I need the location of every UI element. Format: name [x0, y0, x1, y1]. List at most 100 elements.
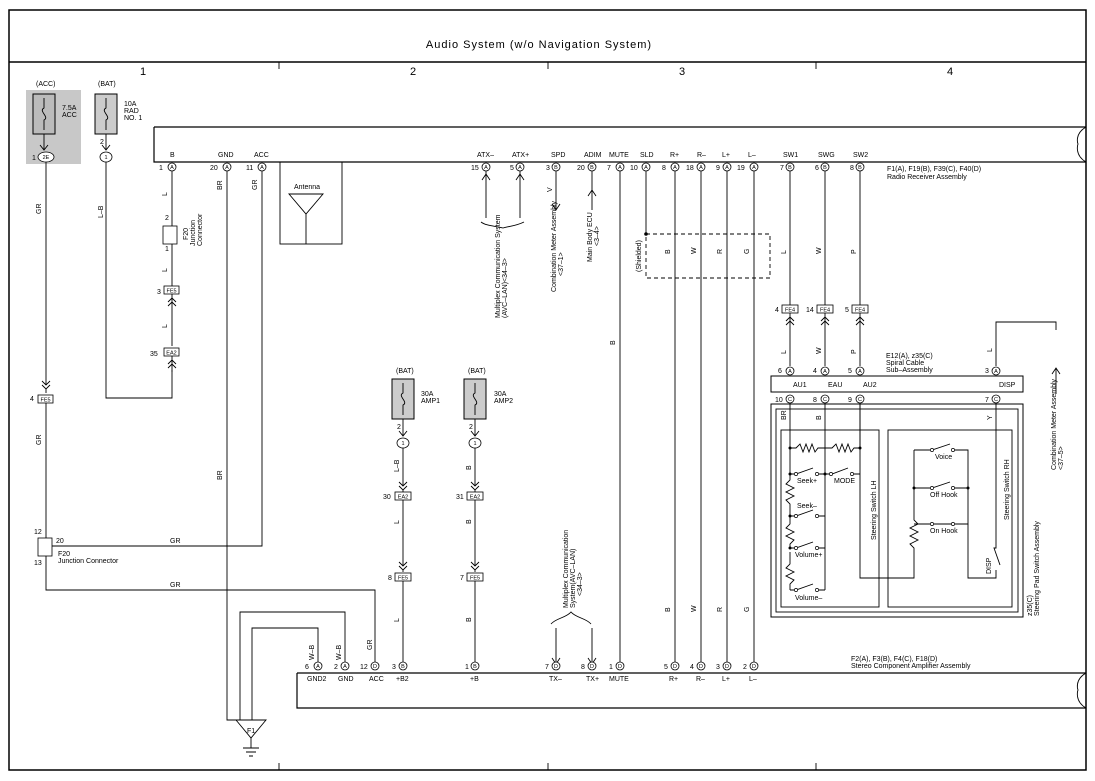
- amp-pin-r-minus: 4 D R–: [690, 661, 706, 683]
- svg-text:9: 9: [716, 165, 720, 172]
- amp-pin-tx-plus: 8 D TX+: [581, 661, 599, 683]
- svg-text:D: D: [373, 664, 377, 670]
- column-label-3: 3: [679, 66, 685, 78]
- fuse-acc-conn-label: 2E: [43, 155, 50, 161]
- svg-text:A: A: [725, 165, 729, 171]
- svg-text:6: 6: [305, 664, 309, 671]
- label-on-hook: On Hook: [930, 528, 958, 535]
- label-seek-minus: Seek–: [797, 503, 817, 510]
- amp-pin-tx-minus: 7 D TX–: [545, 661, 562, 683]
- label-seek-plus: Seek+: [797, 478, 817, 485]
- amp-pin-b2: 3 B +B2: [392, 661, 409, 683]
- spiral-au1: AU1: [793, 382, 807, 389]
- fe5-3-arrows: [167, 294, 177, 346]
- fuse-amp2-arrow: [470, 419, 480, 437]
- svg-text:D: D: [673, 664, 677, 670]
- svg-text:C: C: [858, 397, 862, 403]
- svg-text:5: 5: [845, 307, 849, 314]
- antenna-symbol: [288, 193, 324, 244]
- wire-disp-y: [967, 403, 1001, 579]
- fuse-rad-arrow: [101, 134, 111, 151]
- svg-text:FE4: FE4: [820, 308, 830, 314]
- fuse-rad-rating: 10A: [124, 101, 137, 108]
- steering-switch-rh-label: Steering Switch RH: [1004, 459, 1011, 520]
- wire-b-mute: B: [610, 340, 617, 345]
- svg-text:A: A: [260, 165, 264, 171]
- fuse-acc-element: [41, 98, 47, 130]
- ref-mpx2: (AVC–LAN)<34–3>: [502, 258, 509, 318]
- svg-text:TX–: TX–: [549, 676, 562, 683]
- wire-l-3-label: L: [162, 324, 169, 328]
- svg-text:ACC: ACC: [254, 152, 269, 159]
- fuse-acc-rating: 7.5A: [62, 105, 77, 112]
- ea2-35-box: [163, 347, 180, 357]
- radio-pin-gnd: GND 20 A: [210, 152, 234, 172]
- jc-f20-top-box: [162, 225, 178, 245]
- ref-mpx: Multiplex Communication System: [495, 214, 502, 318]
- jc-f20-p2: 2: [165, 215, 169, 222]
- svg-text:7: 7: [985, 397, 989, 404]
- svg-text:6: 6: [815, 165, 819, 172]
- svg-text:C: C: [994, 397, 998, 403]
- ref-meter2: <37–1>: [558, 252, 565, 276]
- ref-mpx-b: Multiplex Communication: [563, 530, 570, 608]
- svg-text:SWG: SWG: [818, 152, 835, 159]
- wire-p-sw2: P: [851, 249, 858, 254]
- svg-text:5: 5: [848, 368, 852, 375]
- fe5-3-pin: 3: [157, 289, 161, 296]
- svg-text:D: D: [752, 664, 756, 670]
- column-label-1: 1: [140, 66, 146, 78]
- svg-text:C: C: [823, 397, 827, 403]
- steering-pad-outer: [770, 403, 1024, 618]
- fuse-amp1-conn-label: 1: [401, 441, 404, 447]
- svg-text:A: A: [618, 165, 622, 171]
- tx-arrows: [550, 611, 597, 665]
- fuse-amp2-tag: (BAT): [468, 368, 486, 375]
- fe5-7-label: FE5: [470, 576, 480, 582]
- svg-text:D: D: [618, 664, 622, 670]
- svg-text:20: 20: [210, 165, 218, 172]
- fe4-row: 4 FE4 14 FE4 5 FE4: [775, 304, 869, 314]
- wire-rad-lb: [105, 162, 173, 399]
- fuse-acc-pin: 1: [32, 155, 36, 162]
- svg-text:ADIM: ADIM: [584, 152, 602, 159]
- amp-name: Stereo Component Amplifier Assembly: [851, 663, 971, 670]
- wire-lb: L–B: [98, 205, 105, 218]
- wire-adim: [587, 171, 597, 210]
- svg-text:5: 5: [510, 165, 514, 172]
- svg-text:5: 5: [664, 664, 668, 671]
- svg-text:A: A: [994, 369, 998, 375]
- svg-text:2: 2: [334, 664, 338, 671]
- fuse-amp2-name: AMP2: [494, 398, 513, 405]
- radio-pin-b: B 1 A: [159, 152, 177, 172]
- fuse-acc-arrow: [39, 134, 49, 151]
- svg-text:B: B: [788, 165, 792, 171]
- wire-w-swgb: W: [816, 347, 823, 354]
- svg-text:A: A: [316, 664, 320, 670]
- wire-br-pad-label: BR: [781, 410, 788, 420]
- steering-rh-dots: [912, 486, 970, 490]
- fe5-4-pin: 4: [30, 396, 34, 403]
- steering-lh-switches: [784, 403, 826, 590]
- wire-v: V: [547, 187, 554, 192]
- svg-text:3: 3: [392, 664, 396, 671]
- svg-text:B: B: [823, 165, 827, 171]
- svg-text:A: A: [343, 664, 347, 670]
- fe5-4-box: [37, 394, 54, 404]
- radio-pin-atx-minus: ATX– 15 A: [471, 152, 494, 172]
- fuse-amp2-pin: 2: [469, 424, 473, 431]
- amp-pin-l-plus: 3 D L+: [716, 661, 732, 683]
- fuse-amp1-element: [400, 383, 406, 415]
- jc-bottom-name: Junction Connector: [58, 558, 119, 565]
- jc-bottom-p20: 20: [56, 538, 64, 545]
- speaker-wires: [674, 171, 755, 664]
- radio-pin-adim: ADIM 20 B: [577, 152, 602, 172]
- amp-pin-l-minus: 2 D L–: [743, 661, 759, 683]
- svg-text:A: A: [518, 165, 522, 171]
- amp-break: [1076, 672, 1087, 709]
- fuse-amp1-rating: 30A: [421, 391, 434, 398]
- wire-w-sp: W: [691, 247, 698, 254]
- spiral-bottom-pins: 10 C 8 C 9 C 7 C: [775, 394, 1001, 404]
- radio-codes: F1(A), F19(B), F39(C), F40(D): [887, 166, 981, 173]
